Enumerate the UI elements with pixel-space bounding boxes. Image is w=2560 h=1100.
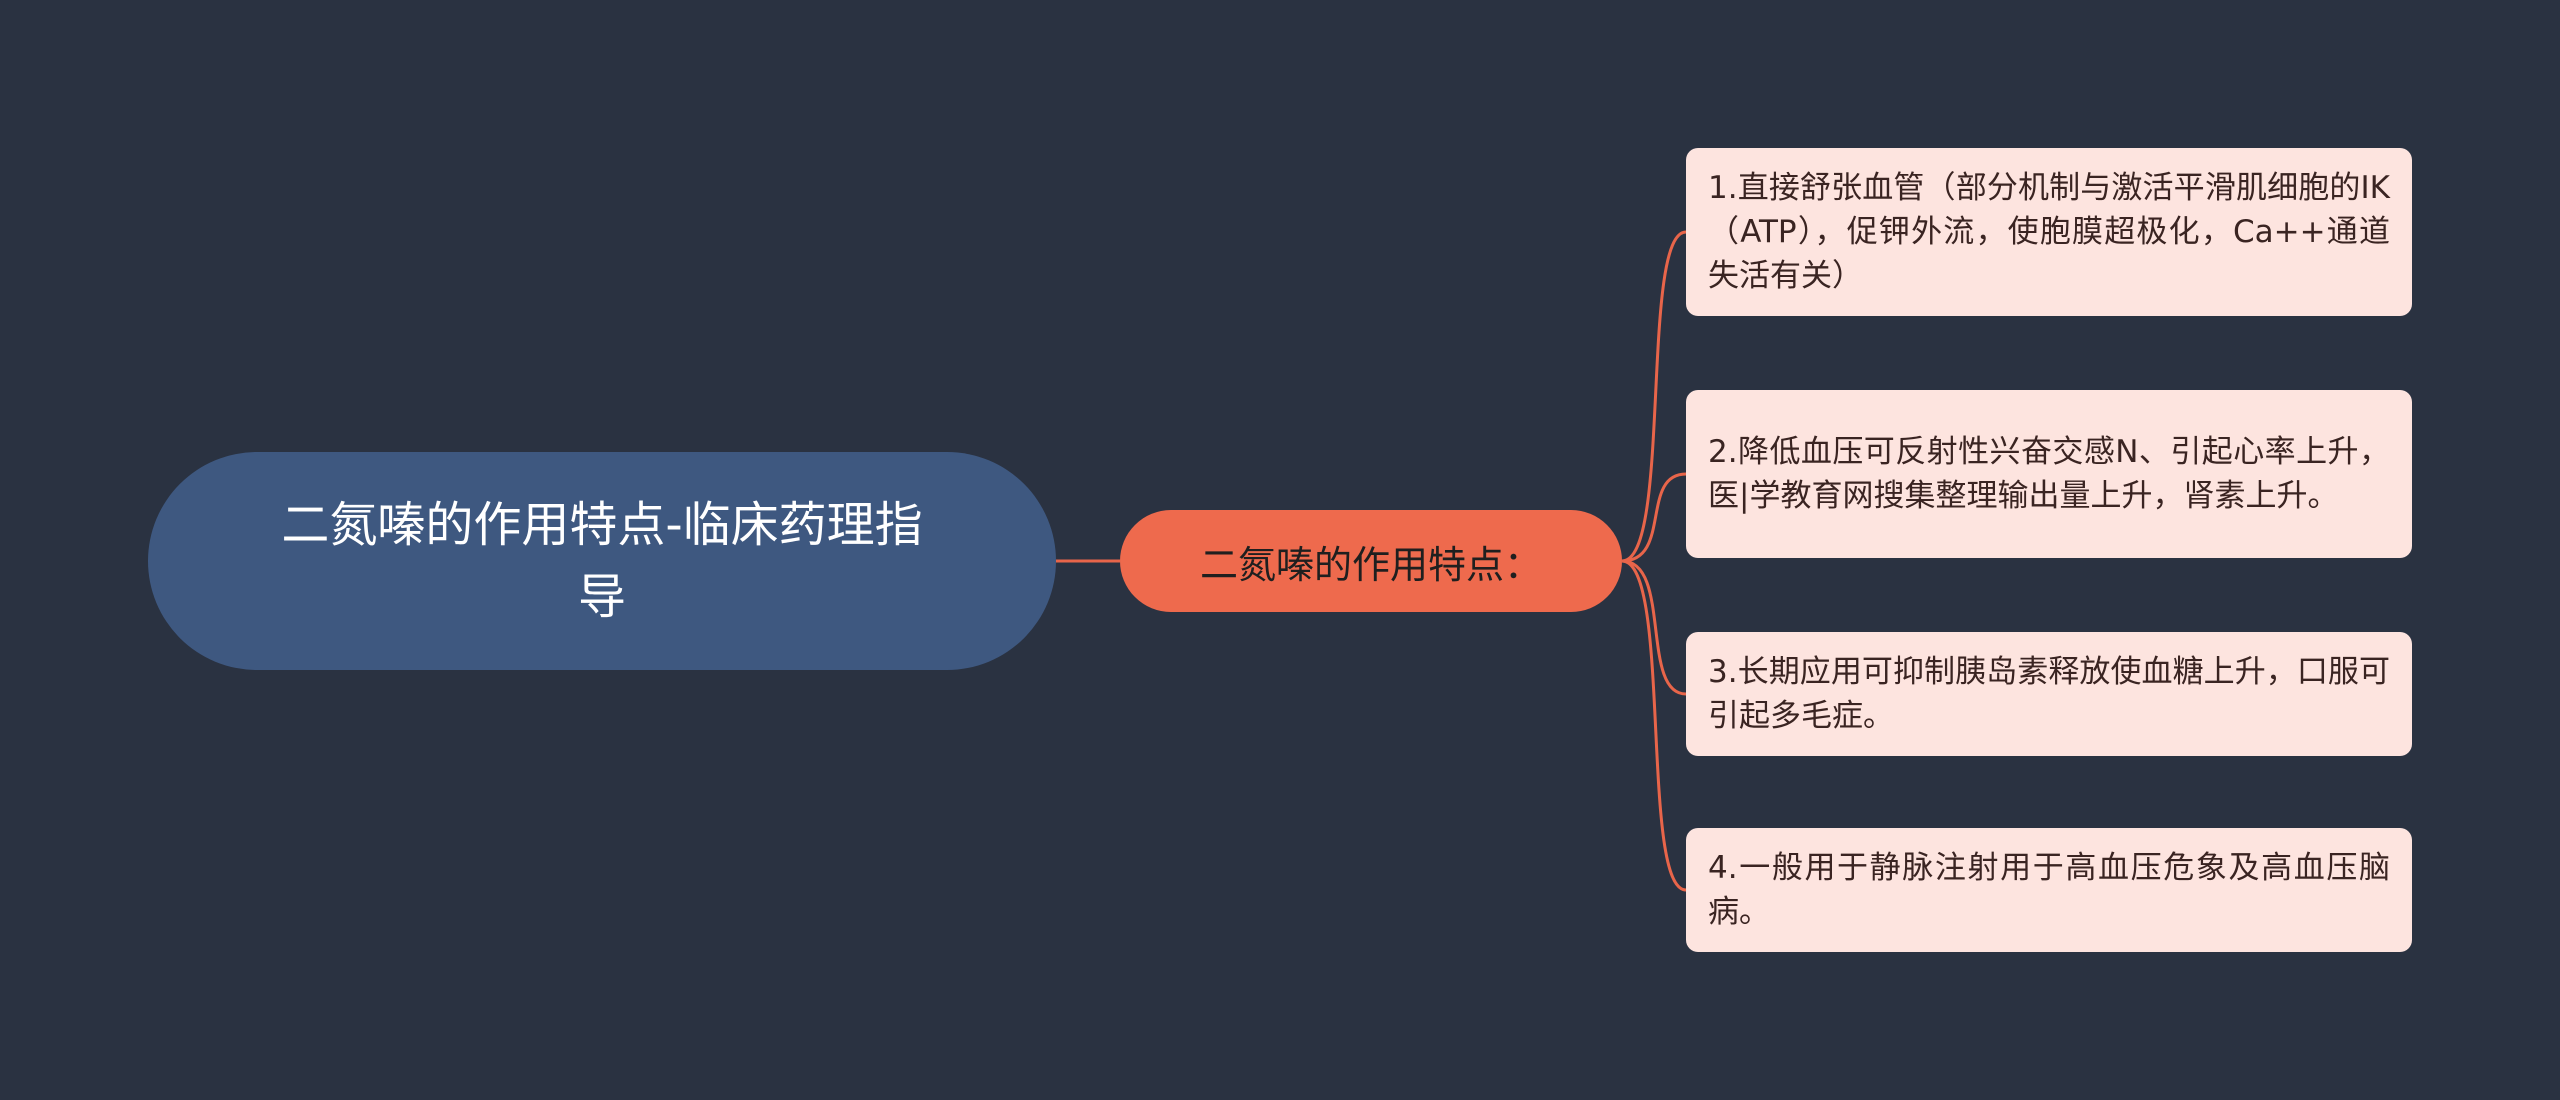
leaf-node-3[interactable]: 3.长期应用可抑制胰岛素释放使血糖上升，口服可引起多毛症。 [1686,632,2412,756]
connector-branch-to-leaf-3 [1621,559,1687,696]
branch-node[interactable]: 二氮嗪的作用特点： [1120,510,1622,612]
leaf-node-label: 2.降低血压可反射性兴奋交感N、引起心率上升，医|学教育网搜集整理输出量上升，肾… [1708,434,2390,514]
leaf-node-4[interactable]: 4.一般用于静脉注射用于高血压危象及高血压脑病。 [1686,828,2412,952]
connector-branch-to-leaf-1 [1621,230,1687,563]
connector-branch-to-leaf-2 [1621,472,1687,563]
leaf-node-label: 4.一般用于静脉注射用于高血压危象及高血压脑病。 [1708,850,2390,930]
connector-branch-to-leaf-4 [1621,559,1687,892]
root-node-label: 二氮嗪的作用特点-临床药理指导 [281,497,923,625]
leaf-node-label: 3.长期应用可抑制胰岛素释放使血糖上升，口服可引起多毛症。 [1708,654,2390,734]
branch-node-label: 二氮嗪的作用特点： [1199,542,1542,587]
leaf-node-1[interactable]: 1.直接舒张血管（部分机制与激活平滑肌细胞的IK（ATP），促钾外流，使胞膜超极… [1686,148,2412,316]
leaf-node-label: 1.直接舒张血管（部分机制与激活平滑肌细胞的IK（ATP），促钾外流，使胞膜超极… [1708,170,2390,294]
leaf-node-2[interactable]: 2.降低血压可反射性兴奋交感N、引起心率上升，医|学教育网搜集整理输出量上升，肾… [1686,390,2412,558]
root-node[interactable]: 二氮嗪的作用特点-临床药理指导 [148,452,1056,670]
